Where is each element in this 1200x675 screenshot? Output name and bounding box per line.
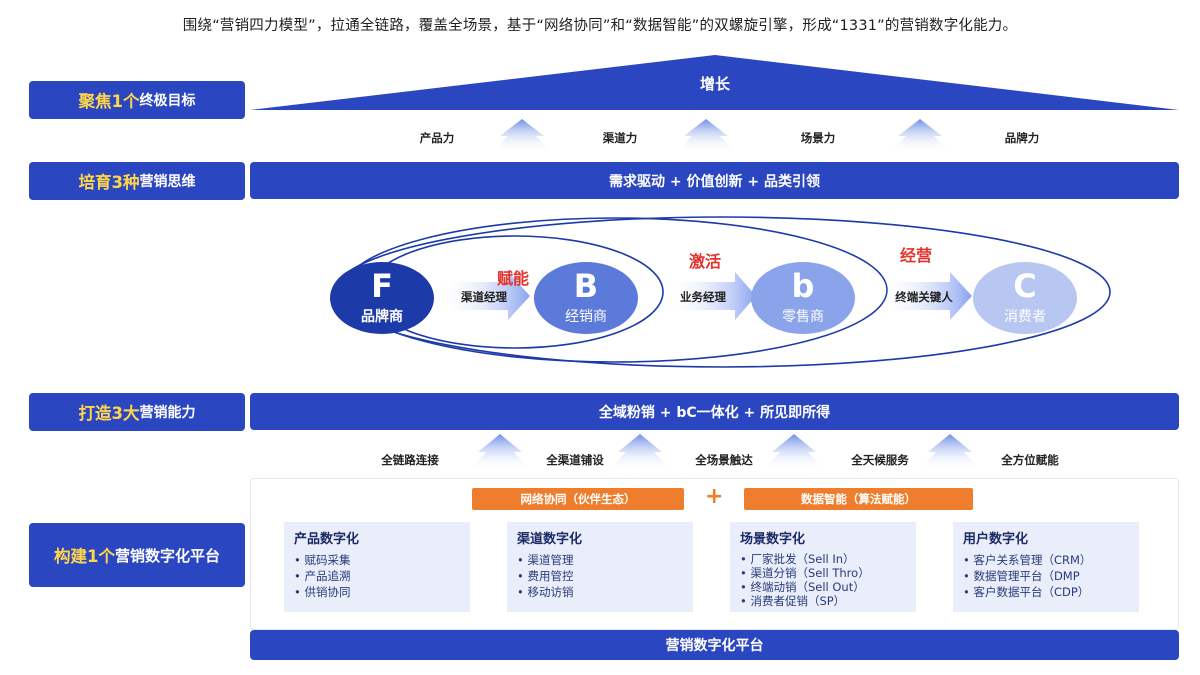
capability-arrow [764, 434, 824, 470]
capability-arrow [470, 434, 530, 470]
flow-arrows [440, 272, 972, 320]
card-user: 用户数字化 客户关系管理（CRM） 数据管理平台（DMP 客户数据平台（CDP） [953, 522, 1139, 612]
force-product: 产品力 [419, 131, 455, 145]
node-brand-name: 品牌商 [361, 309, 403, 325]
capability-arrows [470, 434, 980, 470]
capability-label-rest: 营销能力 [139, 405, 196, 421]
card-scene-title: 场景数字化 [740, 532, 806, 547]
card-product-title: 产品数字化 [294, 532, 360, 547]
cap-full-link: 全链路连接 [381, 453, 439, 467]
engine-plus: + [705, 484, 724, 509]
card-channel: 渠道数字化 渠道管理 费用管控 移动访销 [507, 522, 693, 612]
node-retailer-name: 零售商 [782, 309, 824, 325]
capability-bar: 全域粉销 + bC一体化 + 所见即所得 [250, 393, 1179, 430]
growth-label: 增长 [699, 75, 730, 93]
card-channel-item: 渠道管理 [517, 552, 683, 568]
card-user-item: 数据管理平台（DMP [963, 568, 1129, 584]
force-arrow [890, 119, 950, 152]
card-user-item: 客户关系管理（CRM） [963, 552, 1129, 568]
link-business-manager: 业务经理 [680, 290, 726, 304]
action-empower: 赋能 [496, 269, 530, 288]
node-brand-letter: F [371, 267, 393, 305]
action-activate: 激活 [688, 252, 722, 271]
node-distributor-letter: B [573, 267, 599, 305]
card-product-item: 赋码采集 [294, 552, 460, 568]
link-channel-manager: 渠道经理 [461, 290, 507, 304]
force-arrows [492, 119, 950, 152]
goal-label-highlight: 聚焦1个 [78, 92, 140, 111]
card-product-item: 供销协同 [294, 584, 460, 600]
node-retailer: b 零售商 [751, 262, 855, 334]
mindset-label-highlight: 培育3种 [78, 173, 140, 192]
card-product: 产品数字化 赋码采集 产品追溯 供销协同 [284, 522, 470, 612]
card-user-title: 用户数字化 [963, 532, 1029, 547]
node-distributor: B 经销商 [534, 262, 638, 334]
card-channel-title: 渠道数字化 [517, 532, 583, 547]
card-scene-item: 渠道分销（Sell Thro） [740, 566, 906, 580]
card-scene-item: 终端动销（Sell Out） [740, 580, 906, 594]
capability-label: 打造3大营销能力 [29, 393, 245, 431]
cap-full-service: 全天候服务 [851, 453, 909, 467]
flow-arrow [668, 272, 756, 320]
platform-label-rest: 营销数字化平台 [114, 546, 220, 565]
cap-full-channel: 全渠道铺设 [546, 453, 604, 467]
intro-text: 围绕“营销四力模型”，拉通全链路，覆盖全场景，基于“网络协同”和“数据智能”的双… [182, 18, 1018, 34]
mindset-label: 培育3种营销思维 [29, 162, 245, 200]
force-brand: 品牌力 [1004, 131, 1040, 145]
capability-label-highlight: 打造3大 [78, 404, 140, 423]
platform-label: 构建1个营销数字化平台 [29, 523, 245, 587]
card-channel-item: 移动访销 [517, 584, 683, 600]
flow-arrow [880, 272, 972, 320]
node-consumer-letter: C [1013, 267, 1037, 305]
capability-arrow [920, 434, 980, 470]
node-retailer-letter: b [791, 267, 815, 305]
cap-full-scene: 全场景触达 [695, 453, 753, 467]
node-consumer: C 消费者 [973, 262, 1077, 334]
mindset-label-rest: 营销思维 [139, 174, 196, 190]
force-arrow [676, 119, 736, 152]
growth-triangle [250, 55, 1179, 110]
platform-label-highlight: 构建1个 [54, 547, 115, 566]
flow-arrow [440, 272, 530, 320]
engine-data: 数据智能（算法赋能） [744, 488, 973, 510]
cap-full-empower: 全方位赋能 [1001, 453, 1059, 467]
goal-label: 聚焦1个终极目标 [29, 81, 245, 119]
force-channel: 渠道力 [602, 131, 638, 145]
force-arrow [492, 119, 552, 152]
node-brand: F 品牌商 [330, 262, 434, 334]
link-terminal-key: 终端关键人 [895, 290, 953, 304]
capability-arrow [610, 434, 670, 470]
engine-network: 网络协同（伙伴生态） [472, 488, 684, 510]
card-channel-item: 费用管控 [517, 568, 683, 584]
card-scene-item: 厂家批发（Sell In） [740, 552, 906, 566]
goal-label-rest: 终极目标 [139, 93, 196, 109]
force-scene: 场景力 [800, 131, 836, 145]
card-product-item: 产品追溯 [294, 568, 460, 584]
card-user-item: 客户数据平台（CDP） [963, 584, 1129, 600]
card-scene-item: 消费者促销（SP） [740, 594, 906, 608]
node-distributor-name: 经销商 [565, 309, 607, 325]
card-scene: 场景数字化 厂家批发（Sell In） 渠道分销（Sell Thro） 终端动销… [730, 522, 916, 612]
platform-bar: 营销数字化平台 [250, 630, 1179, 660]
mindset-bar: 需求驱动 + 价值创新 + 品类引领 [250, 162, 1179, 199]
node-consumer-name: 消费者 [1004, 309, 1046, 325]
action-operate: 经营 [899, 246, 933, 265]
